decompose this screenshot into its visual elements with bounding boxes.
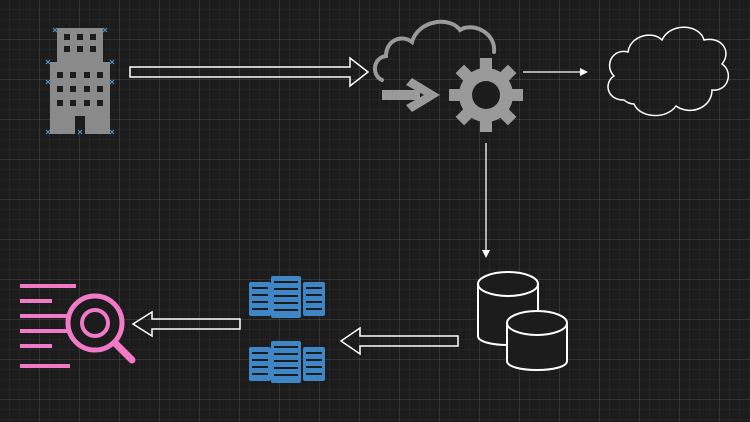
server-tower	[303, 282, 325, 316]
arrow-processing-to-cloud[interactable]	[523, 68, 588, 76]
processing-arrow-head	[406, 78, 440, 112]
database-front-top	[506, 310, 568, 336]
server-rack-group-top	[249, 276, 325, 318]
server-tower	[249, 347, 271, 381]
database-back-top	[477, 271, 539, 297]
search-analytics-icon[interactable]	[20, 284, 136, 368]
server-tower	[271, 341, 301, 383]
server-racks-icon[interactable]	[249, 276, 325, 383]
server-tower	[303, 347, 325, 381]
magnifier-inner	[80, 308, 110, 338]
magnifier-ring	[65, 293, 125, 353]
selection-handles[interactable]	[45, 27, 115, 135]
analytics-lines	[20, 284, 76, 368]
processing-cloud-outline	[373, 20, 497, 82]
office-building-icon[interactable]	[45, 27, 115, 135]
arrow-servers-to-analytics[interactable]	[131, 310, 241, 338]
arrow-building-to-processing[interactable]	[129, 56, 370, 88]
cloud-outline-icon[interactable]	[607, 26, 730, 117]
server-tower	[249, 282, 271, 316]
server-rack-group-bottom	[249, 341, 325, 383]
arrow-database-to-servers[interactable]	[339, 326, 459, 356]
cloud-gear-processing-icon[interactable]	[373, 20, 523, 132]
database-cylinders-icon[interactable]	[477, 271, 568, 371]
database-front-body	[506, 323, 568, 371]
magnifier-handle	[111, 339, 136, 364]
building-windows	[57, 34, 103, 134]
gear-icon	[449, 58, 523, 132]
arrow-processing-to-database[interactable]	[482, 143, 490, 258]
processing-arrow-shaft	[382, 90, 420, 100]
server-tower	[271, 276, 301, 318]
